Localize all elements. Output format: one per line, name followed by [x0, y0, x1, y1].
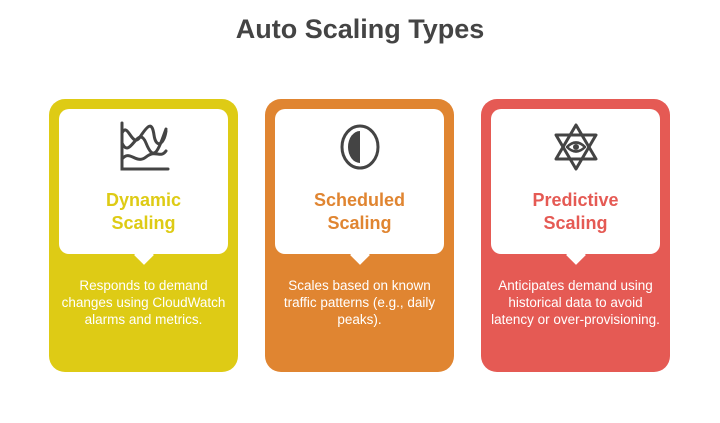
card-header-box: Dynamic Scaling	[59, 109, 228, 254]
card-title-line2: Scaling	[111, 213, 176, 233]
card-dynamic-scaling: Dynamic Scaling Responds to demand chang…	[49, 99, 238, 372]
card-predictive-scaling: Predictive Scaling Anticipates demand us…	[481, 99, 670, 372]
card-header-box: Scheduled Scaling	[275, 109, 444, 254]
card-description: Anticipates demand using historical data…	[491, 278, 660, 327]
card-description: Scales based on known traffic patterns (…	[283, 278, 436, 327]
card-scheduled-scaling: Scheduled Scaling Scales based on known …	[265, 99, 454, 372]
card-title-line1: Predictive	[532, 190, 619, 210]
card-title-line2: Scaling	[543, 213, 608, 233]
star-eye-icon	[554, 123, 598, 171]
card-title-line2: Scaling	[327, 213, 392, 233]
line-chart-icon	[120, 121, 170, 171]
page-title: Auto Scaling Types	[235, 14, 485, 44]
half-circle-icon	[340, 124, 380, 170]
card-header-box: Predictive Scaling	[491, 109, 660, 254]
card-title-line1: Scheduled	[313, 190, 406, 210]
card-description: Responds to demand changes using CloudWa…	[61, 278, 226, 327]
card-title-line1: Dynamic	[105, 190, 182, 210]
